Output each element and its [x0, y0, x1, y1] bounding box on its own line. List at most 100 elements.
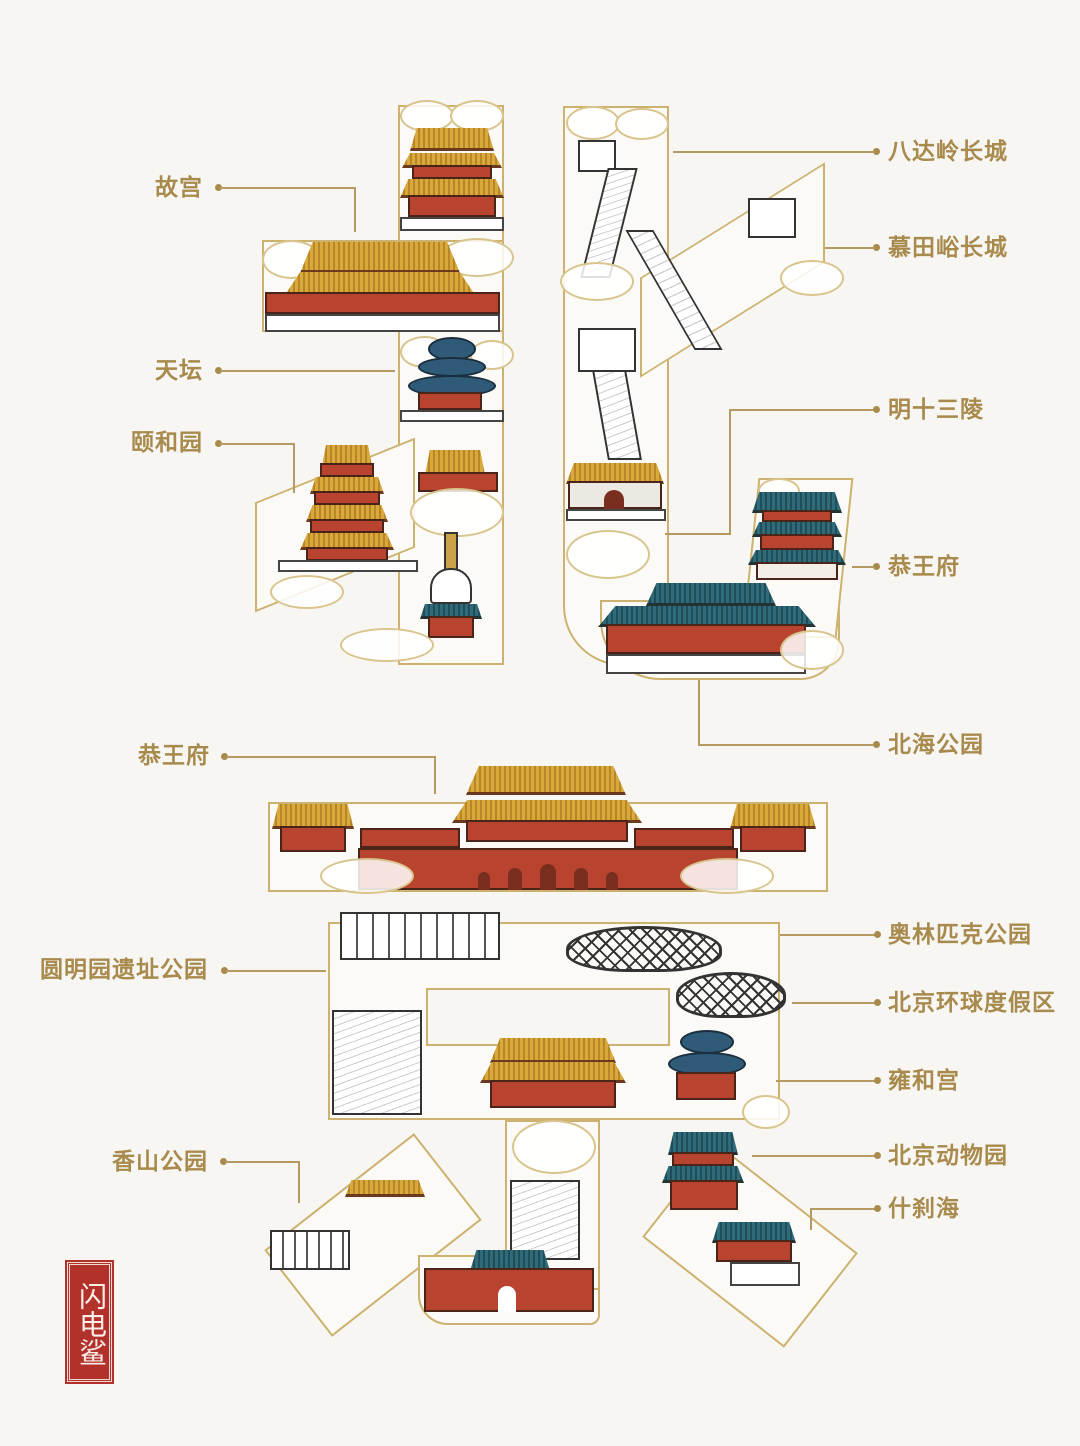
leader-dot — [874, 1205, 881, 1212]
cloud — [560, 262, 634, 301]
leader-line — [220, 443, 295, 445]
leader-line — [792, 1002, 875, 1004]
cloud — [566, 106, 620, 140]
gongwangfu-mid-wall — [760, 534, 834, 550]
bottom-gate-arch — [498, 1286, 516, 1312]
jing-box-inner — [426, 988, 670, 1046]
leader-line — [698, 680, 700, 745]
tiananmen-terrace-right — [634, 828, 734, 848]
leader-dot — [215, 367, 222, 374]
ming-gate-arch — [604, 490, 624, 509]
box-tiantan-wall — [676, 1072, 736, 1100]
tiananmen-door-4 — [574, 868, 588, 890]
hall-terrace — [265, 314, 500, 332]
label-text: 慕田峪长城 — [888, 235, 1008, 261]
leader-line — [776, 1080, 875, 1082]
tiantan-wall — [418, 392, 482, 410]
leader-dot — [873, 244, 880, 251]
leader-line — [825, 247, 873, 249]
shichahai-bridge — [730, 1262, 800, 1286]
leader-dot — [215, 440, 222, 447]
cloud — [680, 858, 774, 894]
foxiangge-base — [278, 560, 418, 572]
label-text: 天坛 — [155, 358, 203, 384]
leader-line — [673, 151, 873, 153]
leader-dot — [873, 406, 880, 413]
leader-line — [665, 533, 731, 535]
foxiangge-floor-4 — [306, 547, 388, 561]
label-text: 北京环球度假区 — [888, 990, 1056, 1016]
tiananmen-door-1 — [478, 872, 490, 890]
leader-line — [354, 187, 356, 232]
hall-roof-upper — [300, 242, 460, 273]
beihai-wall — [606, 624, 806, 654]
foxiangge-floor-1 — [320, 463, 374, 477]
leader-line — [220, 187, 355, 189]
cloud — [340, 628, 434, 662]
tiananmen-hall — [466, 820, 628, 842]
dagoba-spire — [444, 532, 458, 572]
box-tiantan-roof-1 — [680, 1030, 734, 1054]
label-text: 奥林匹克公园 — [888, 922, 1032, 948]
leader-dot — [874, 999, 881, 1006]
leader-line — [810, 1208, 812, 1230]
cloud — [400, 100, 454, 132]
badaling-watchtower — [578, 140, 616, 172]
ming-gate-steps — [566, 509, 666, 521]
leader-dot — [874, 1077, 881, 1084]
leader-dot — [221, 967, 228, 974]
leader-dot — [873, 563, 880, 570]
leader-dot — [874, 931, 881, 938]
artist-seal-stamp: 闪电鲨 — [65, 1260, 114, 1384]
leader-line — [293, 443, 295, 493]
gate-tower-steps — [400, 217, 504, 231]
yuanmingyuan-ruins — [340, 912, 500, 960]
leader-line — [780, 934, 875, 936]
gate-tower-upper-wall — [412, 165, 492, 179]
leader-dot — [873, 741, 880, 748]
great-wall-box-sketch — [332, 1010, 422, 1115]
leader-line — [698, 744, 873, 746]
beihai-steps — [606, 654, 806, 674]
tiantan-terrace — [400, 410, 504, 422]
label-text: 香山公园 — [112, 1149, 208, 1175]
leader-line — [225, 1161, 300, 1163]
gate-tower-roof-top — [410, 128, 494, 151]
side-pavilion-left-wall — [280, 826, 346, 852]
xiangshan-pavilions — [345, 1180, 425, 1197]
bottom-great-wall — [510, 1180, 580, 1260]
birds-nest-stadium-2 — [676, 972, 786, 1018]
tiananmen-door-2 — [508, 868, 522, 890]
cloud — [320, 858, 414, 894]
tiananmen-terrace-left — [360, 828, 460, 848]
label-text: 恭王府 — [888, 554, 960, 580]
label-text: 恭王府 — [138, 743, 210, 769]
box-hall-roof-top — [490, 1038, 616, 1063]
label-text: 明十三陵 — [888, 397, 984, 423]
foxiangge-floor-3 — [310, 519, 384, 533]
cloud — [410, 488, 504, 537]
leader-line — [434, 756, 436, 794]
leader-dot — [221, 753, 228, 760]
cloud — [512, 1120, 596, 1174]
label-text: 什刹海 — [888, 1196, 960, 1222]
mutianyu-watchtower — [748, 198, 796, 238]
shichahai-gate-wall — [716, 1240, 792, 1262]
tiantan-roof-mid — [418, 357, 486, 377]
leader-dot — [874, 1152, 881, 1159]
side-pavilion-right-wall — [740, 826, 806, 852]
label-text: 八达岭长城 — [888, 139, 1008, 165]
label-text: 颐和园 — [131, 430, 203, 456]
zoo-pavilion-upper — [672, 1152, 734, 1166]
cloud — [780, 260, 844, 296]
birds-nest-stadium-1 — [566, 926, 722, 972]
foxiangge-floor-2 — [314, 491, 380, 505]
label-text: 北海公园 — [888, 732, 984, 758]
cloud — [270, 575, 344, 609]
leader-line — [226, 756, 436, 758]
hall-wall — [265, 292, 500, 314]
label-text: 北京动物园 — [888, 1143, 1008, 1169]
tiananmen-door-3 — [540, 864, 556, 890]
leader-line — [226, 970, 326, 972]
leader-line — [298, 1161, 300, 1203]
